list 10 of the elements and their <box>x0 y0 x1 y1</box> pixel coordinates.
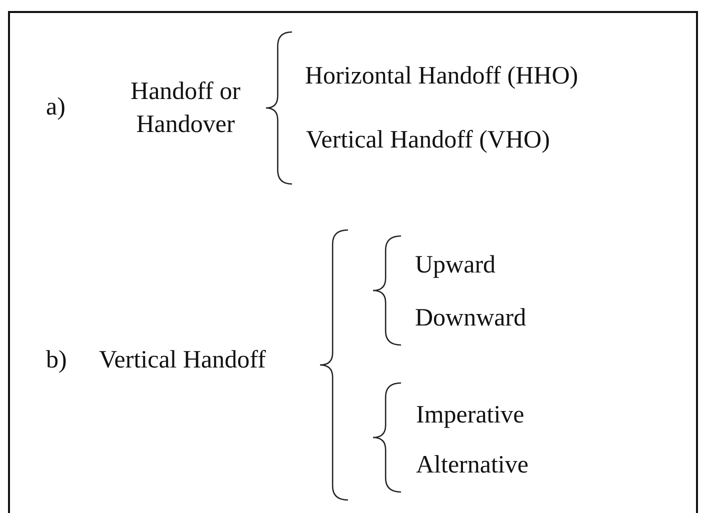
item-letter: a) <box>46 92 66 122</box>
category-label: Vertical Handoff <box>99 346 266 376</box>
category-label: Imperative <box>416 400 524 430</box>
item-letter: b) <box>46 346 67 376</box>
category-label: Handoff or Handover <box>130 77 242 140</box>
category-label: Horizontal Handoff (HHO) <box>305 62 578 92</box>
category-label: Vertical Handoff (VHO) <box>306 126 550 156</box>
category-label: Upward <box>415 250 496 280</box>
category-label: Downward <box>415 304 526 334</box>
category-label: Alternative <box>416 450 528 480</box>
